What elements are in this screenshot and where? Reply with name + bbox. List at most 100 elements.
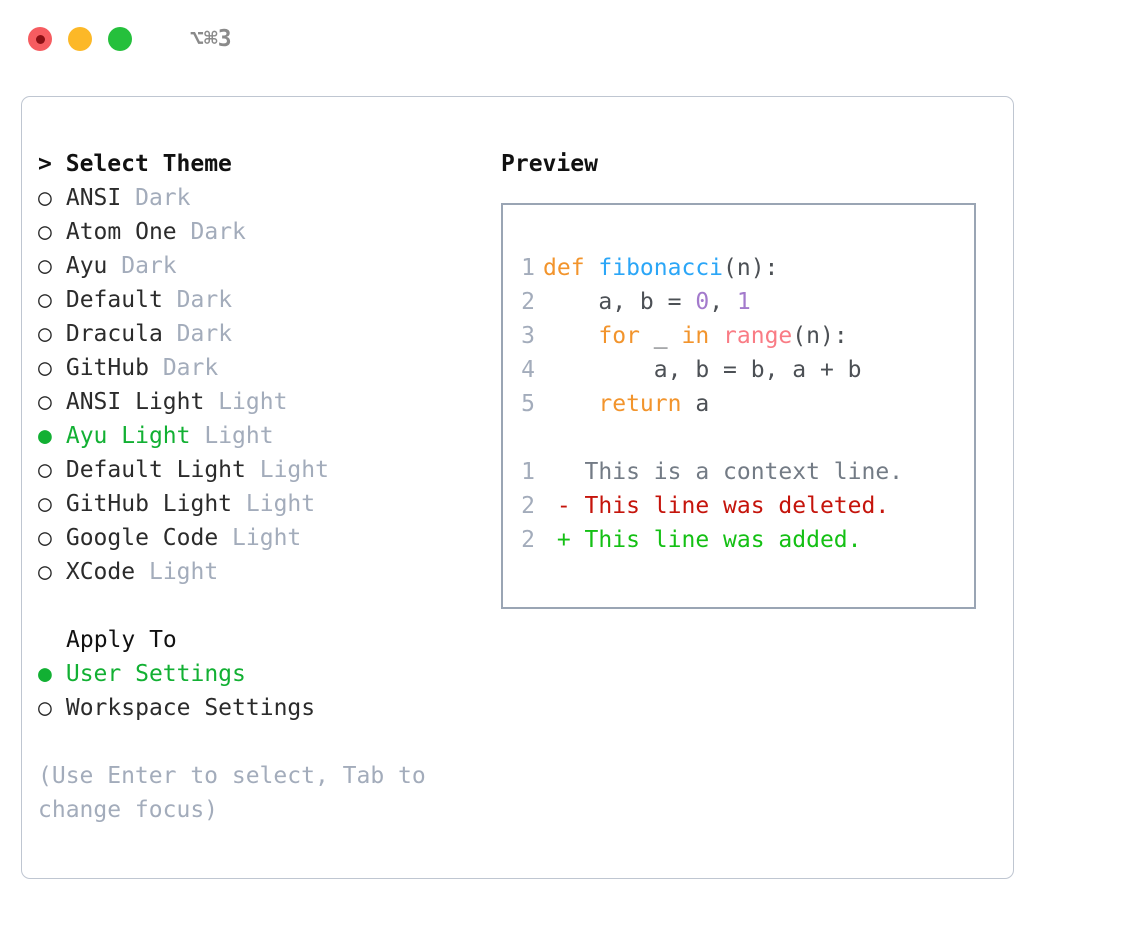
apply-to-option-list: ● User Settings○ Workspace Settings [38, 657, 488, 725]
radio-unselected-icon: ○ [38, 355, 52, 381]
radio-unselected-icon: ○ [38, 287, 52, 313]
theme-option-atom-one[interactable]: ○ Atom One Dark [38, 215, 488, 249]
theme-option-variant: Light [148, 559, 219, 585]
diff-line-text: This is a context line. [543, 459, 904, 485]
theme-option-variant: Dark [135, 185, 191, 211]
code-line-number: 4 [521, 357, 535, 383]
radio-unselected-icon: ○ [38, 185, 52, 211]
theme-option-label: Ayu Light [65, 423, 191, 449]
theme-option-variant: Light [232, 525, 302, 551]
code-line: 1 def fibonacci(n): [521, 251, 974, 285]
code-token-number: 1 [736, 289, 751, 315]
radio-unselected-icon: ○ [38, 491, 52, 517]
theme-option-label: Google Code [65, 525, 219, 551]
code-token-keyword: return [598, 391, 682, 417]
code-token-plain: a, b = b, a + b [543, 357, 862, 383]
code-line: 2 a, b = 0, 1 [521, 285, 974, 319]
code-line: 3 for _ in range(n): [521, 319, 974, 353]
theme-selector-column: > Select Theme ○ ANSI Dark○ Atom One Dar… [38, 147, 488, 827]
theme-option-label: GitHub [65, 355, 149, 381]
code-line-number: 1 [521, 255, 535, 281]
code-token-builtin: range [723, 323, 793, 349]
apply-option-label: User Settings [65, 661, 246, 687]
code-token-plain: a, b = [543, 289, 696, 315]
apply-option-workspace-settings[interactable]: ○ Workspace Settings [38, 691, 488, 725]
theme-option-ansi-light[interactable]: ○ ANSI Light Light [38, 385, 488, 419]
theme-option-label: XCode [65, 559, 136, 585]
code-token-plain: (n): [723, 255, 779, 281]
theme-option-dracula[interactable]: ○ Dracula Dark [38, 317, 488, 351]
theme-option-variant: Dark [162, 355, 219, 381]
diff-line-text: - This line was deleted. [543, 493, 890, 519]
code-token-plain: (n): [792, 323, 848, 349]
select-theme-heading: > Select Theme [38, 147, 488, 181]
theme-option-xcode[interactable]: ○ XCode Light [38, 555, 488, 589]
code-token-plain [543, 323, 598, 349]
theme-option-label: GitHub Light [65, 491, 233, 517]
radio-selected-icon: ● [38, 423, 52, 449]
code-token-keyword: in [681, 323, 710, 349]
theme-option-default[interactable]: ○ Default Dark [38, 283, 488, 317]
keyboard-shortcut-label: ⌥⌘3 [190, 25, 232, 52]
diff-line-number: 1 [521, 459, 535, 485]
theme-option-variant: Dark [190, 219, 246, 245]
close-button[interactable] [28, 27, 52, 51]
code-line-number: 3 [521, 323, 535, 349]
code-line: 4 a, b = b, a + b [521, 353, 974, 387]
radio-unselected-icon: ○ [38, 321, 52, 347]
theme-option-ayu[interactable]: ○ Ayu Dark [38, 249, 488, 283]
diff-line-text: + This line was added. [543, 527, 862, 553]
apply-option-label: Workspace Settings [65, 695, 316, 721]
maximize-button[interactable] [108, 27, 132, 51]
code-token-plain [543, 391, 598, 417]
apply-option-user-settings[interactable]: ● User Settings [38, 657, 488, 691]
theme-option-label: ANSI [65, 185, 122, 211]
preview-spacer [521, 421, 974, 455]
code-token-keyword: def [543, 255, 599, 281]
theme-option-list: ○ ANSI Dark○ Atom One Dark○ Ayu Dark○ De… [38, 181, 488, 589]
theme-option-label: Dracula [65, 321, 163, 347]
diff-line-deleted: 2 - This line was deleted. [521, 489, 974, 523]
radio-unselected-icon: ○ [38, 695, 52, 721]
radio-selected-icon: ● [38, 661, 52, 687]
code-line-number: 2 [521, 289, 535, 315]
diff-line-context: 1 This is a context line. [521, 455, 974, 489]
theme-option-label: ANSI Light [65, 389, 205, 415]
caret-marker: > [38, 151, 52, 177]
theme-option-github[interactable]: ○ GitHub Dark [38, 351, 488, 385]
code-token-number: 0 [695, 289, 710, 315]
code-token-plain [709, 323, 723, 349]
theme-option-ayu-light[interactable]: ● Ayu Light Light [38, 419, 488, 453]
theme-option-variant: Dark [176, 321, 233, 347]
radio-unselected-icon: ○ [38, 253, 52, 279]
theme-option-ansi[interactable]: ○ ANSI Dark [38, 181, 488, 215]
diff-line-number: 2 [521, 527, 535, 553]
diff-line-added: 2 + This line was added. [521, 523, 974, 557]
minimize-button[interactable] [68, 27, 92, 51]
code-line-number: 5 [521, 391, 535, 417]
radio-unselected-icon: ○ [38, 389, 52, 415]
theme-option-github-light[interactable]: ○ GitHub Light Light [38, 487, 488, 521]
theme-option-label: Default Light [65, 457, 246, 483]
theme-option-default-light[interactable]: ○ Default Light Light [38, 453, 488, 487]
radio-unselected-icon: ○ [38, 559, 52, 585]
diff-sample: 1 This is a context line.2 - This line w… [521, 455, 974, 557]
apply-to-section: Apply To ● User Settings○ Workspace Sett… [38, 623, 488, 725]
code-token-plain: a [681, 391, 710, 417]
theme-option-google-code[interactable]: ○ Google Code Light [38, 521, 488, 555]
theme-option-variant: Light [218, 389, 288, 415]
code-token-plain: , [709, 289, 737, 315]
radio-unselected-icon: ○ [38, 525, 52, 551]
radio-unselected-icon: ○ [38, 457, 52, 483]
radio-unselected-icon: ○ [38, 219, 52, 245]
main-panel: > Select Theme ○ ANSI Dark○ Atom One Dar… [21, 96, 1014, 879]
code-token-keyword: for [598, 323, 640, 349]
preview-heading: Preview [501, 151, 598, 177]
theme-option-variant: Dark [121, 253, 177, 279]
theme-option-variant: Light [259, 457, 329, 483]
title-bar: ⌥⌘3 [0, 0, 1140, 78]
code-token-function: fibonacci [598, 255, 724, 281]
